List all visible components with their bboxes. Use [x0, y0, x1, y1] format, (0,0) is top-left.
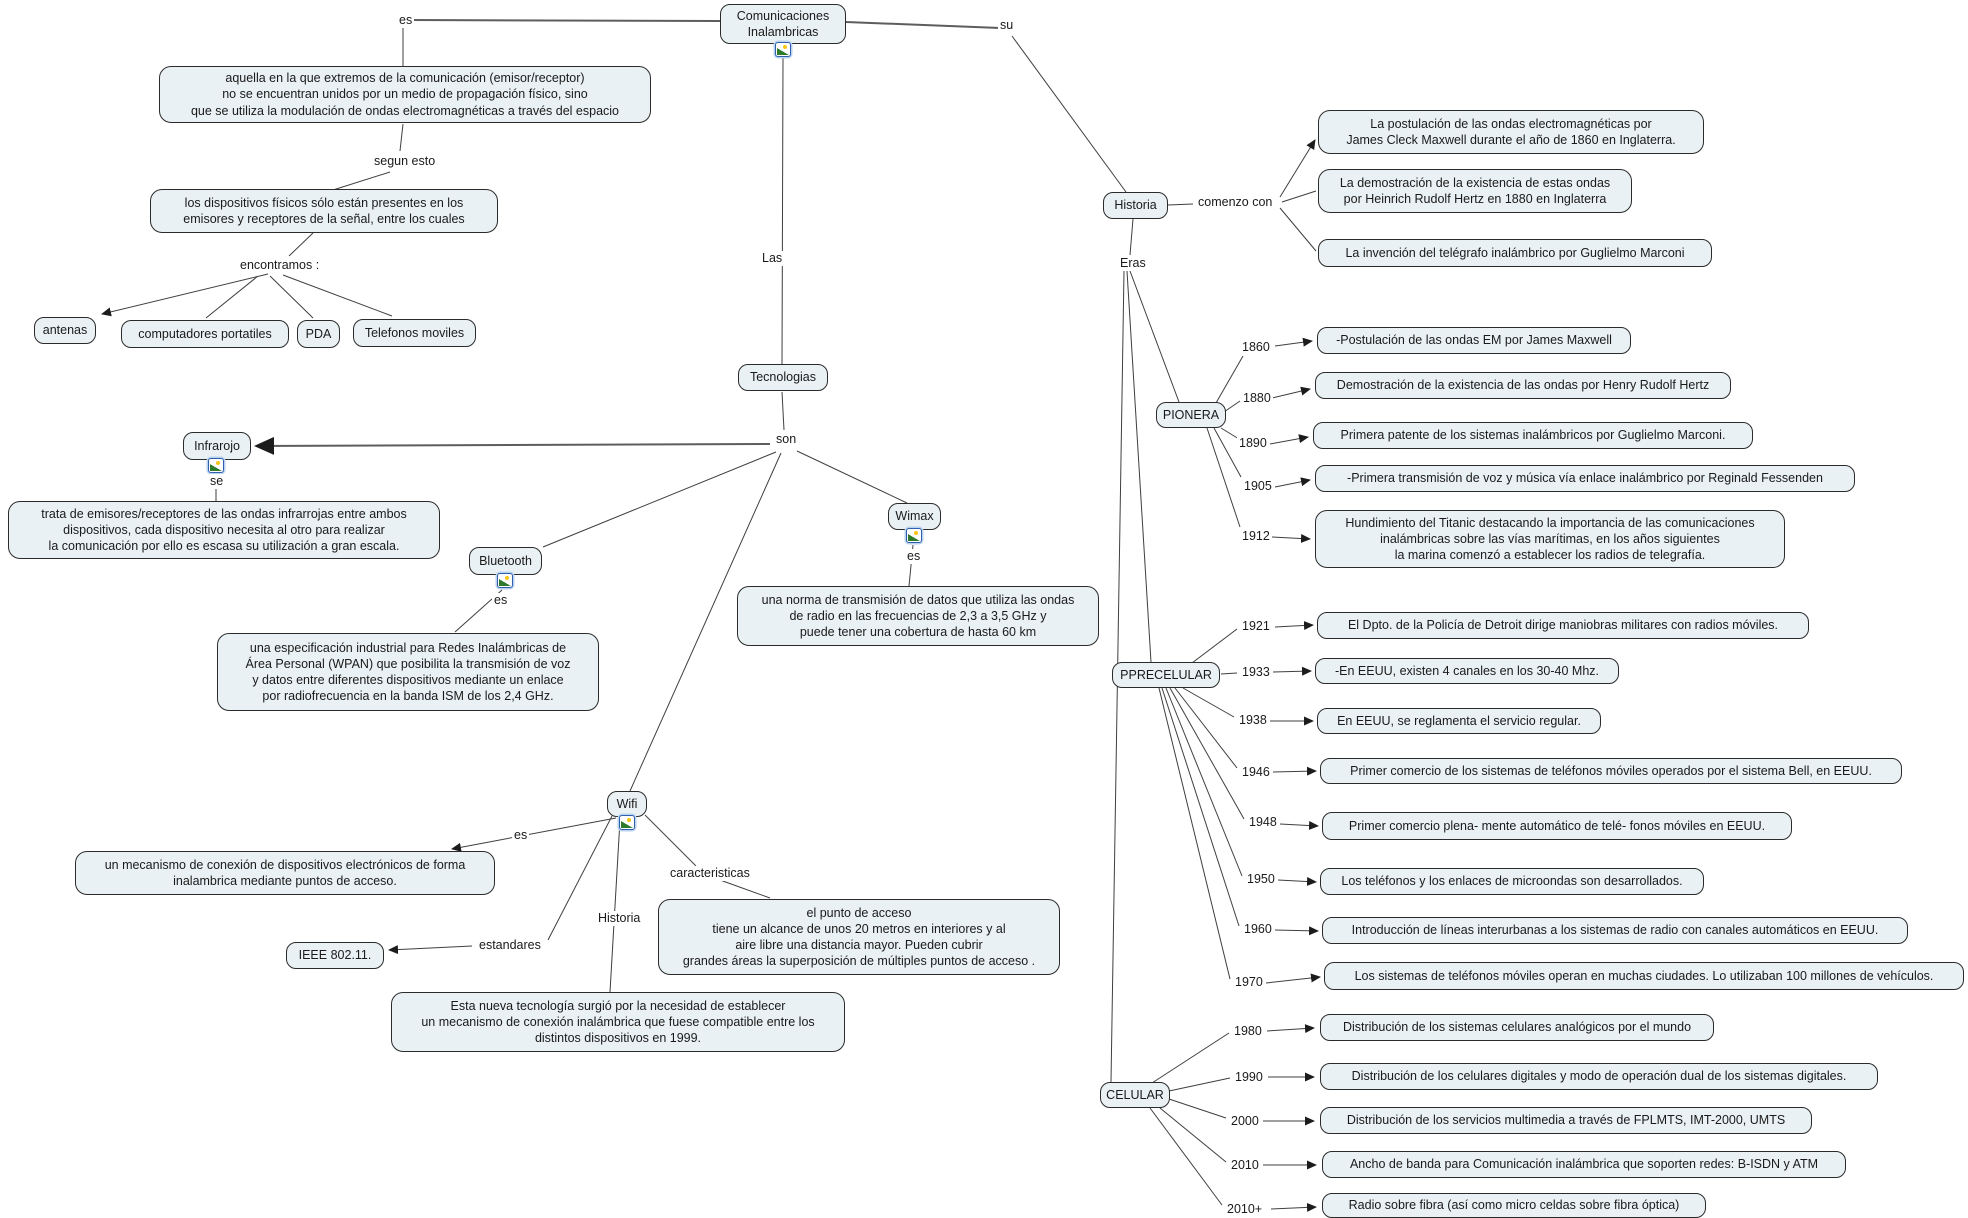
node-definicion-principal[interactable]: aquella en la que extremos de la comunic…	[159, 66, 651, 123]
node-ieee-80211[interactable]: IEEE 802.11.	[286, 942, 384, 969]
node-evento-1933[interactable]: -En EEUU, existen 4 canales en los 30-40…	[1315, 658, 1619, 684]
node-pionera[interactable]: PIONERA	[1156, 402, 1226, 428]
link-label-es-wifi: es	[512, 828, 530, 843]
link-label-se: se	[208, 474, 226, 489]
node-antenas[interactable]: antenas	[34, 317, 96, 344]
node-dispositivos-fisicos[interactable]: los dispositivos físicos sólo están pres…	[150, 189, 498, 233]
image-resource-icon[interactable]	[497, 573, 513, 588]
year-label: 1946	[1240, 765, 1272, 779]
node-wifi[interactable]: Wifi	[607, 791, 647, 817]
node-historia-evento[interactable]: La demostración de la existencia de esta…	[1318, 169, 1632, 213]
node-evento-1912[interactable]: Hundimiento del Titanic destacando la im…	[1315, 510, 1785, 568]
node-wimax[interactable]: Wimax	[888, 503, 941, 530]
year-label: 1880	[1241, 391, 1273, 405]
node-evento-1948[interactable]: Primer comercio plena- mente automático …	[1322, 812, 1792, 840]
image-resource-icon[interactable]	[775, 42, 791, 57]
node-infrarojo-descripcion[interactable]: trata de emisores/receptores de las onda…	[8, 501, 440, 559]
link-label-es-wimax: es	[905, 549, 923, 564]
node-evento-1880[interactable]: Demostración de la existencia de las ond…	[1315, 372, 1731, 399]
year-label: 1921	[1240, 619, 1272, 633]
node-historia-evento[interactable]: La invención del telégrafo inalámbrico p…	[1318, 239, 1712, 267]
node-tecnologias[interactable]: Tecnologias	[738, 364, 828, 391]
link-label-comenzo-con: comenzo con	[1196, 195, 1275, 210]
link-label-historia-wifi: Historia	[596, 911, 643, 926]
image-resource-icon[interactable]	[619, 815, 635, 830]
link-label-es-bluetooth: es	[492, 593, 510, 608]
year-label: 1912	[1240, 529, 1272, 543]
image-resource-icon[interactable]	[906, 528, 922, 543]
year-label: 1960	[1242, 922, 1274, 936]
node-evento-1980[interactable]: Distribución de los sistemas celulares a…	[1320, 1014, 1714, 1041]
link-label-caracteristicas: caracteristicas	[668, 866, 752, 881]
year-label: 1938	[1237, 713, 1269, 727]
node-evento-1950[interactable]: Los teléfonos y los enlaces de microonda…	[1320, 868, 1704, 895]
year-label: 1905	[1242, 479, 1274, 493]
year-label: 1970	[1233, 975, 1265, 989]
node-evento-1946[interactable]: Primer comercio de los sistemas de teléf…	[1320, 758, 1902, 784]
node-wimax-descripcion[interactable]: una norma de transmisión de datos que ut…	[737, 586, 1099, 646]
link-label-son: son	[774, 432, 799, 447]
year-label: 2000	[1229, 1114, 1261, 1128]
node-celular[interactable]: CELULAR	[1100, 1082, 1170, 1108]
year-label: 1980	[1232, 1024, 1264, 1038]
node-evento-1860[interactable]: -Postulación de las ondas EM por James M…	[1317, 327, 1631, 354]
link-label-eras: Eras	[1118, 256, 1148, 271]
link-label-las: Las	[760, 251, 785, 266]
node-evento-1990[interactable]: Distribución de los celulares digitales …	[1320, 1063, 1878, 1090]
node-evento-1938[interactable]: En EEUU, se reglamenta el servicio regul…	[1317, 708, 1601, 734]
node-wifi-descripcion[interactable]: un mecanismo de conexión de dispositivos…	[75, 851, 495, 895]
link-label-es: es	[397, 13, 415, 28]
node-bluetooth[interactable]: Bluetooth	[469, 547, 542, 575]
node-pprecelular[interactable]: PPRECELULAR	[1112, 662, 1220, 688]
node-wifi-caracteristicas[interactable]: el punto de acceso tiene un alcance de u…	[658, 899, 1060, 975]
node-infrarojo[interactable]: Infrarojo	[183, 432, 251, 460]
node-historia-evento[interactable]: La postulación de las ondas electromagné…	[1318, 110, 1704, 154]
node-bluetooth-descripcion[interactable]: una especificación industrial para Redes…	[217, 633, 599, 711]
year-label: 1950	[1245, 872, 1277, 886]
year-label: 1933	[1240, 665, 1272, 679]
node-historia[interactable]: Historia	[1103, 192, 1168, 219]
link-label-encontramos: encontramos :	[238, 258, 322, 273]
node-comunicaciones-inalambricas[interactable]: Comunicaciones Inalambricas	[720, 4, 846, 44]
node-telefonos-moviles[interactable]: Telefonos moviles	[353, 319, 476, 347]
node-evento-1890[interactable]: Primera patente de los sistemas inalámbr…	[1313, 422, 1753, 449]
node-evento-1970[interactable]: Los sistemas de teléfonos móviles operan…	[1324, 962, 1964, 990]
year-label: 1890	[1237, 436, 1269, 450]
link-label-estandares: estandares	[477, 938, 543, 953]
year-label: 1860	[1240, 340, 1272, 354]
node-evento-2010plus[interactable]: Radio sobre fibra (así como micro celdas…	[1322, 1193, 1706, 1218]
node-pda[interactable]: PDA	[297, 320, 340, 348]
node-evento-1960[interactable]: Introducción de líneas interurbanas a lo…	[1322, 917, 1908, 944]
node-evento-2010[interactable]: Ancho de banda para Comunicación inalámb…	[1322, 1151, 1846, 1178]
link-label-su: su	[998, 18, 1016, 33]
year-label: 1990	[1233, 1070, 1265, 1084]
year-label: 2010	[1229, 1158, 1261, 1172]
year-label: 2010+	[1225, 1202, 1265, 1216]
node-evento-2000[interactable]: Distribución de los servicios multimedia…	[1320, 1107, 1812, 1134]
image-resource-icon[interactable]	[208, 458, 224, 473]
node-wifi-historia[interactable]: Esta nueva tecnología surgió por la nece…	[391, 992, 845, 1052]
node-evento-1921[interactable]: El Dpto. de la Policía de Detroit dirige…	[1317, 612, 1809, 639]
year-label: 1948	[1247, 815, 1279, 829]
node-computadores-portatiles[interactable]: computadores portatiles	[121, 320, 289, 348]
link-label-segun-esto: segun esto	[372, 154, 438, 169]
node-evento-1905[interactable]: -Primera transmisión de voz y música vía…	[1315, 465, 1855, 492]
